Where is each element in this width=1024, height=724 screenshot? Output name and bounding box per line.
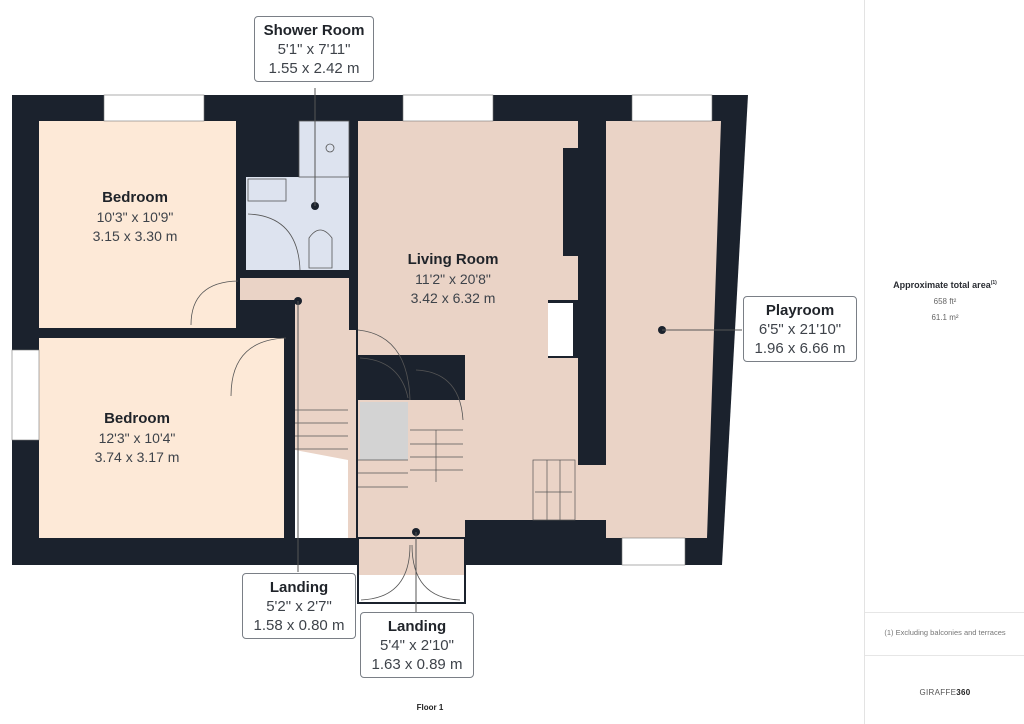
sink [247,178,287,202]
shower-room-floor [246,177,349,270]
landing-2-label: Landing 5'4" x 2'10" 1.63 x 0.89 m [360,612,474,678]
footnote: (1) Excluding balconies and terraces [884,628,1006,637]
shower-drain-icon [325,143,335,153]
lower-door-frame [357,537,466,604]
divider [865,655,1024,656]
fireplace-opening [548,303,573,356]
shower-door-swing [247,213,301,271]
area-imperial: 658 ft² [933,297,957,306]
summary-panel: Approximate total area(1) 658 ft² 61.1 m… [864,0,1024,724]
brand-logo: GIRAFFE360 [919,688,971,697]
window [11,349,40,441]
window [621,537,686,566]
stair-well [295,450,348,538]
floor-plan [11,88,748,612]
window [103,94,205,122]
shower-room-label: Shower Room 5'1" x 7'11" 1.55 x 2.42 m [254,16,374,82]
living-room-floor [358,121,578,520]
playroom-label: Playroom 6'5" x 21'10" 1.96 x 6.66 m [743,296,857,362]
area-metric: 61.1 m² [931,313,959,322]
toilet-icon [308,229,333,269]
bedroom-2-label: Bedroom 12'3" x 10'4" 3.74 x 3.17 m [94,410,180,465]
living-room-label: Living Room 11'2" x 20'8" 3.42 x 6.32 m [407,251,499,306]
doors [190,280,464,601]
window [631,94,713,122]
window [402,94,494,122]
stair-void [360,402,408,460]
bedroom-1-floor [39,121,236,328]
landing-1-label: Landing 5'2" x 2'7" 1.58 x 0.80 m [242,573,356,639]
total-area-title: Approximate total area(1) [893,280,997,290]
playroom-connect [578,465,608,520]
bedroom-2-floor [39,338,284,538]
divider [865,612,1024,613]
bedroom-1-label: Bedroom 10'3" x 10'9" 3.15 x 3.30 m [92,189,178,244]
shower-tray [298,120,350,178]
stairs [295,409,576,521]
floor-label: Floor 1 [416,703,444,712]
